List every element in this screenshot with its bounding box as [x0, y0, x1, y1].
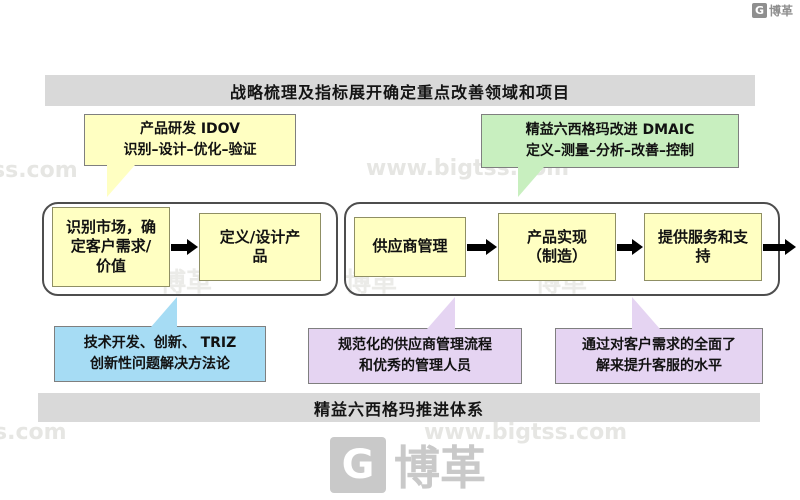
design-phase-frame	[42, 202, 338, 296]
watermark-text: s.com	[0, 420, 67, 445]
arrow-shaft	[763, 243, 785, 251]
callout-supplier-tail	[427, 297, 455, 329]
flow-arrow-3	[617, 239, 643, 255]
callout-service-note: 通过对客户需求的全面了 解来提升客服的水平	[555, 297, 763, 384]
flow-arrow-out	[763, 239, 796, 255]
watermark-text: ss.com	[0, 158, 78, 183]
arrow-head-icon	[486, 239, 497, 255]
top-banner-title: 战略梳理及指标展开确定重点改善领域和项目	[45, 75, 755, 106]
callout-idov-tail	[107, 165, 135, 197]
step-identify-market: 识别市场，确 定客户需求/ 价值	[52, 207, 170, 287]
flow-arrow-1	[171, 239, 198, 255]
callout-service-tail	[632, 297, 660, 329]
step-product-realization: 产品实现 （制造）	[498, 213, 616, 281]
callout-supplier-note: 规范化的供应商管理流程 和优秀的管理人员	[308, 297, 522, 384]
callout-dmaic-tail	[518, 167, 544, 197]
callout-service-text: 通过对客户需求的全面了 解来提升客服的水平	[582, 337, 736, 374]
watermark-big-logo: G 博革	[330, 432, 486, 498]
logo-text: 博革	[769, 4, 794, 18]
arrow-shaft	[617, 243, 632, 251]
corner-logo: G 博革	[752, 2, 793, 19]
arrow-shaft	[467, 243, 486, 251]
step-define-design-product: 定义/设计产 品	[199, 213, 321, 281]
arrow-head-icon	[632, 239, 643, 255]
callout-triz-text: 技术开发、创新、 TRIZ 创新性问题解决方法论	[83, 335, 237, 372]
arrow-head-icon	[187, 239, 198, 255]
callout-dmaic-text: 精益六西格玛改进 DMAIC 定义–测量–分析–改善–控制	[525, 122, 695, 159]
arrow-shaft	[171, 243, 187, 251]
callout-triz-tail	[151, 297, 177, 327]
callout-idov: 产品研发 IDOV 识别–设计–优化–验证	[84, 114, 296, 197]
logo-g-icon: G	[752, 3, 767, 18]
logo-text: 博革	[394, 441, 486, 495]
callout-idov-text: 产品研发 IDOV 识别–设计–优化–验证	[123, 121, 257, 158]
step-service-support: 提供服务和支 持	[644, 213, 762, 281]
callout-supplier-text: 规范化的供应商管理流程 和优秀的管理人员	[338, 337, 492, 374]
logo-g-icon: G	[330, 437, 386, 493]
callout-triz: 技术开发、创新、 TRIZ 创新性问题解决方法论	[54, 297, 266, 382]
watermark-text: www.bigtss.com	[424, 420, 628, 445]
bottom-banner-title: 精益六西格玛推进体系	[38, 393, 760, 422]
flow-arrow-2	[467, 239, 497, 255]
arrow-head-icon	[785, 239, 796, 255]
step-supplier-management: 供应商管理	[354, 217, 466, 277]
callout-dmaic: 精益六西格玛改进 DMAIC 定义–测量–分析–改善–控制	[481, 114, 739, 197]
